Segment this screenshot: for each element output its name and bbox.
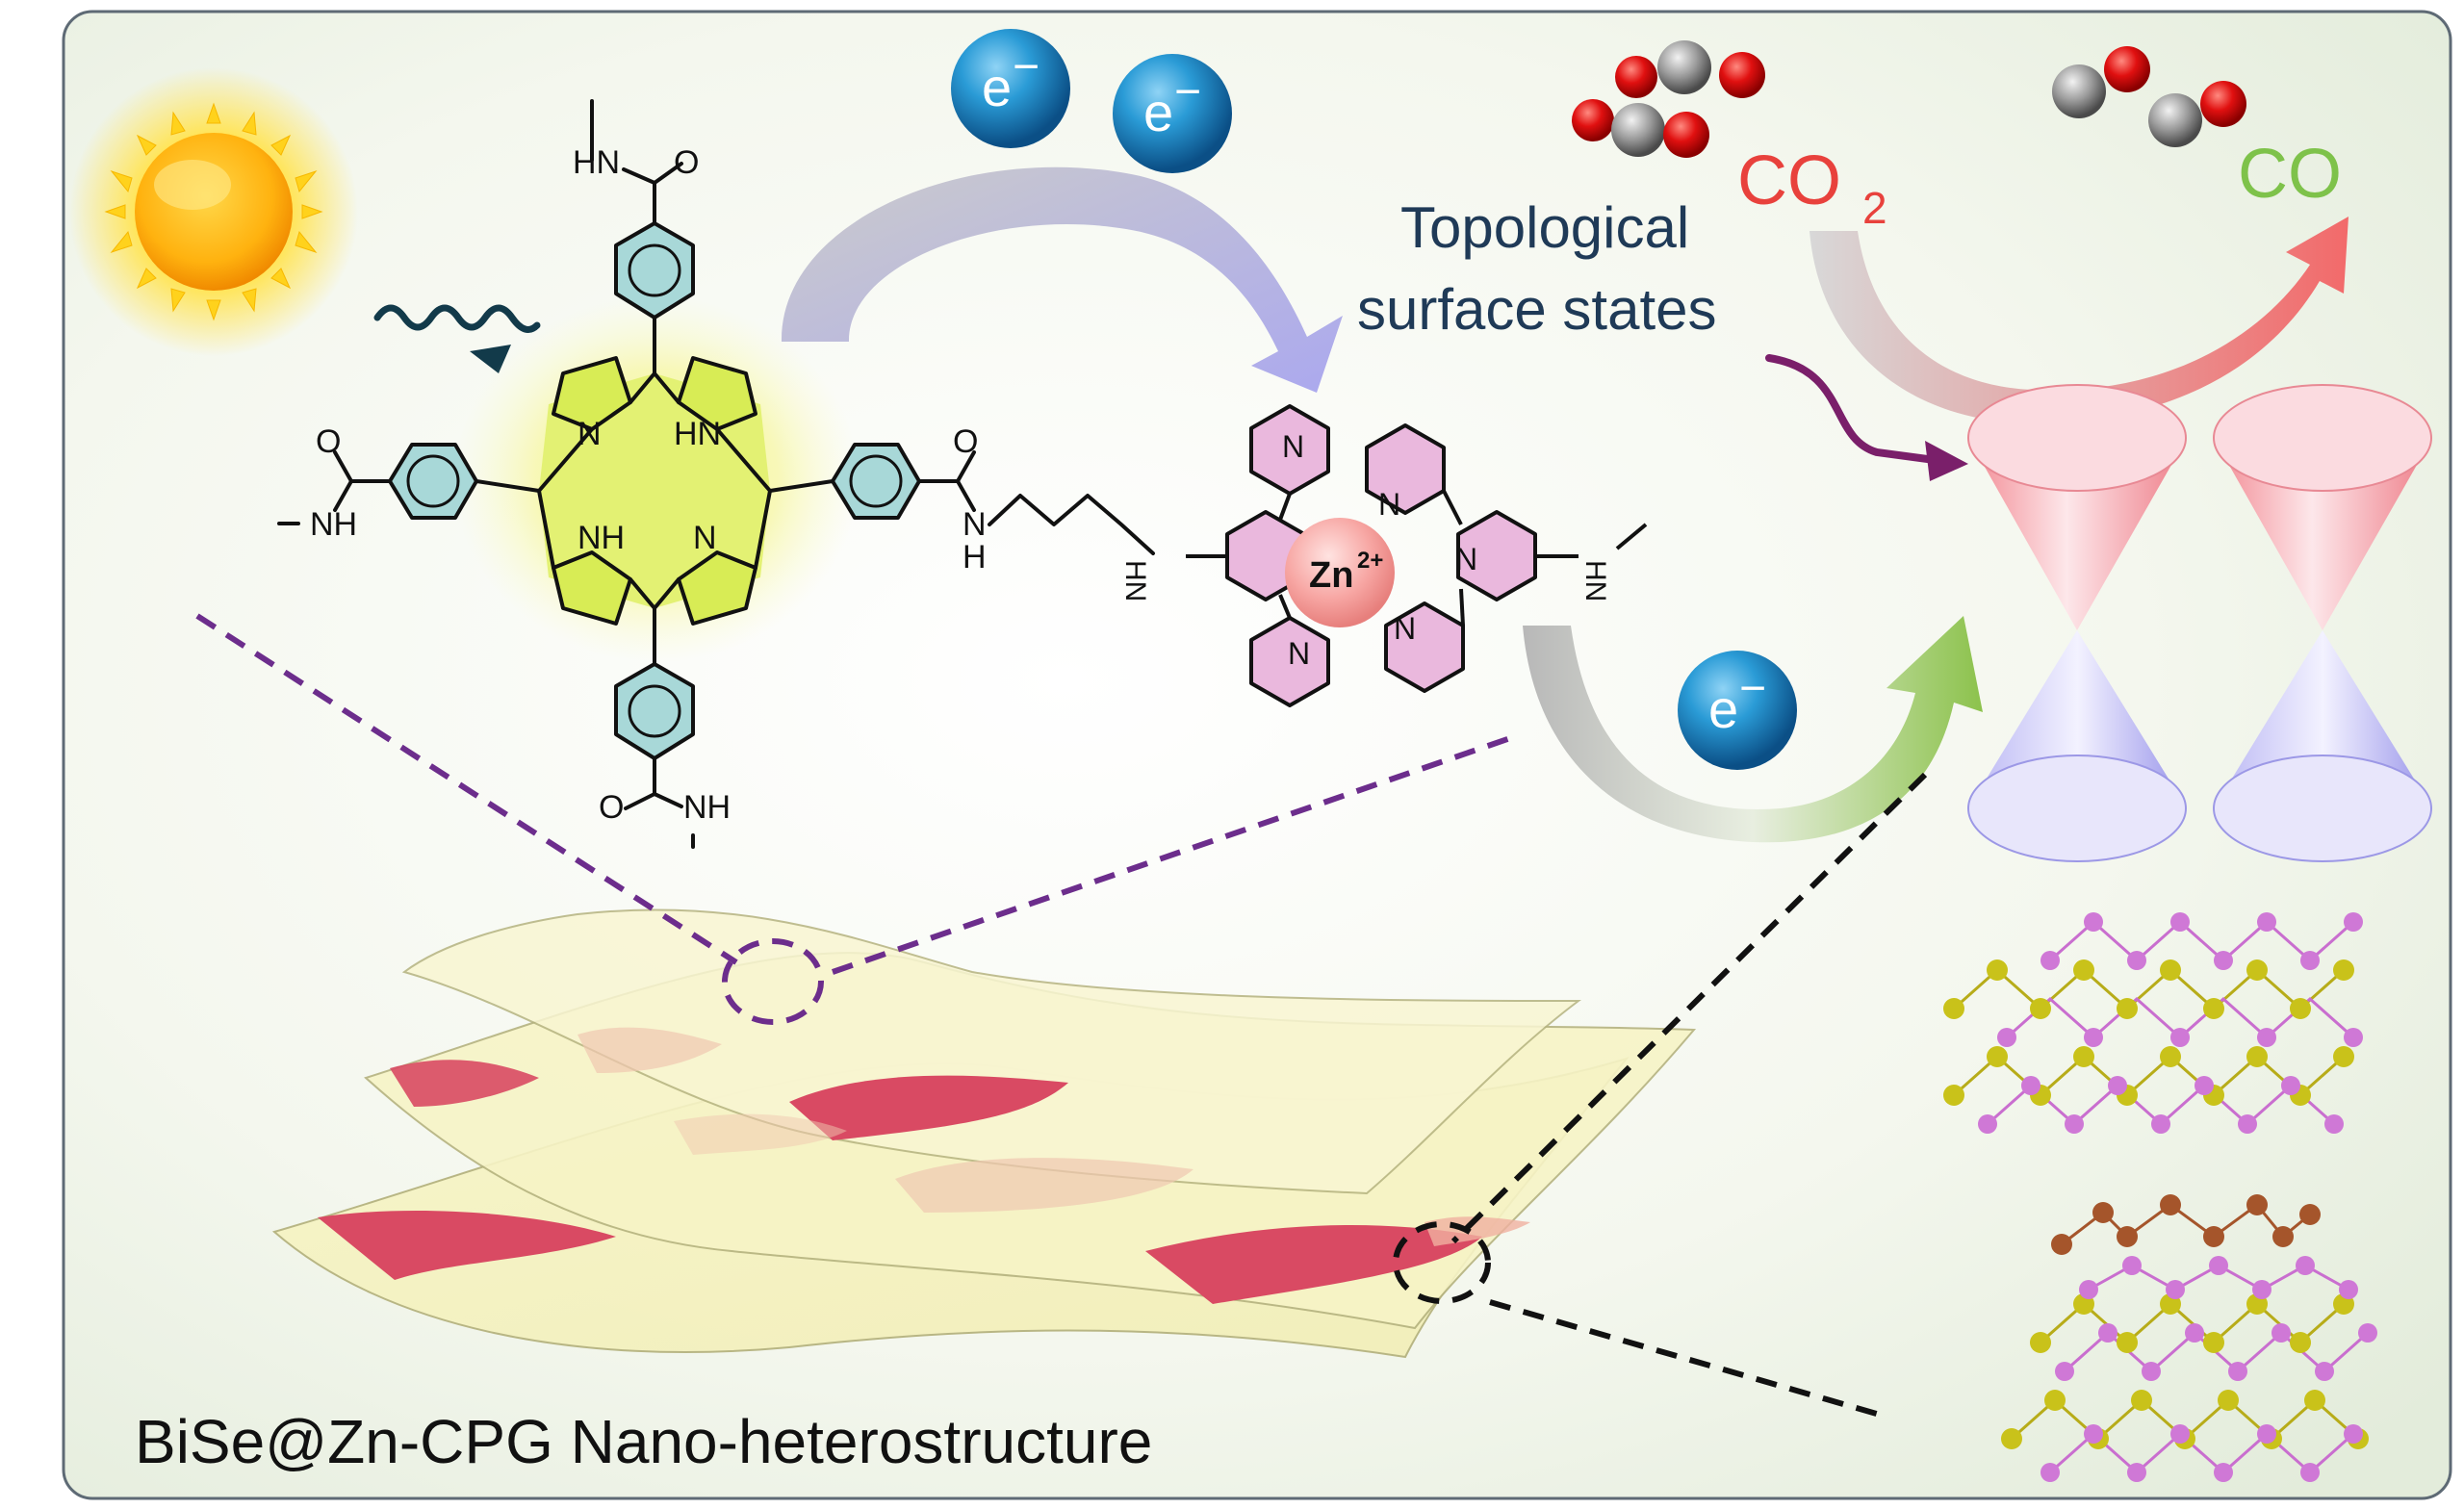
co2-molecules (1572, 40, 1765, 158)
label-n-linker: N (962, 506, 987, 543)
label-terpy-hn-right: HN (1579, 560, 1611, 601)
reaction-labels: CO 2 CO Topological surface states (1357, 136, 2342, 342)
label-co: CO (2238, 136, 2342, 213)
arrow-co2-to-co (1810, 217, 2348, 423)
label-terpy-n-5: N (1455, 542, 1477, 576)
label-core-n-top: N (578, 416, 602, 452)
callout-dashes (195, 613, 1928, 1419)
label-core-nh: NH (578, 520, 625, 556)
electron-bottom: e − (1678, 651, 1797, 770)
zinc-ion: Zn 2+ (1285, 518, 1395, 627)
terpyridine-right (1365, 423, 1648, 693)
svg-text:−: − (1739, 663, 1766, 714)
label-terpy-hn-left: HN (1119, 560, 1151, 601)
label-terpy-n-4: N (1378, 487, 1400, 522)
svg-text:e: e (1143, 82, 1173, 142)
terpyridine-left (1186, 404, 1330, 707)
label-nh-left: NH (310, 506, 357, 543)
label-o-right: O (953, 423, 978, 460)
svg-text:e: e (982, 57, 1012, 117)
electron-top-1: e − (951, 29, 1070, 148)
crystal-structure (1943, 912, 2377, 1482)
topological-pointer-arrow (1765, 354, 1968, 481)
zinc-charge: 2+ (1357, 548, 1383, 574)
arrow-porphyrin-to-zn (781, 166, 1343, 393)
label-nh-bottom: NH (683, 789, 731, 826)
label-topological-line1: Topological (1400, 195, 1689, 260)
label-hn-top: HN (573, 144, 620, 181)
label-topological-line2: surface states (1357, 277, 1717, 342)
label-co2: CO (1737, 142, 1841, 219)
porphyrin-molecule (277, 99, 1155, 849)
sun-icon (69, 67, 358, 356)
label-terpy-n-6: N (1394, 611, 1416, 646)
molecule-labels: HN O O NH O N H O NH N HN NH N (310, 144, 987, 826)
label-o-top: O (674, 144, 699, 181)
arrow-zn-to-surface (1523, 616, 1983, 843)
label-o-left: O (316, 423, 341, 460)
svg-text:e: e (1708, 678, 1738, 739)
label-core-n-bottom: N (693, 520, 717, 556)
label-core-hn: HN (674, 416, 721, 452)
label-terpy-n-1: N (1282, 429, 1304, 464)
co-molecules (2052, 46, 2246, 147)
zinc-symbol: Zn (1309, 555, 1353, 596)
terpy-labels: N N N N N N HN HN (1119, 429, 1611, 671)
label-co2-subscript: 2 (1862, 183, 1887, 233)
label-o-bottom: O (599, 789, 624, 826)
figure-caption: BiSe@Zn-CPG Nano-heterostructure (135, 1407, 1152, 1476)
label-terpy-n-3: N (1288, 636, 1310, 671)
label-h-linker: H (962, 539, 987, 575)
nanosheet-stack (271, 908, 1697, 1359)
dirac-cone-left (1967, 384, 2187, 862)
svg-text:−: − (1013, 41, 1040, 92)
svg-text:−: − (1174, 66, 1201, 117)
electron-top-2: e − (1113, 54, 1232, 173)
dirac-cone-right (2213, 384, 2432, 862)
